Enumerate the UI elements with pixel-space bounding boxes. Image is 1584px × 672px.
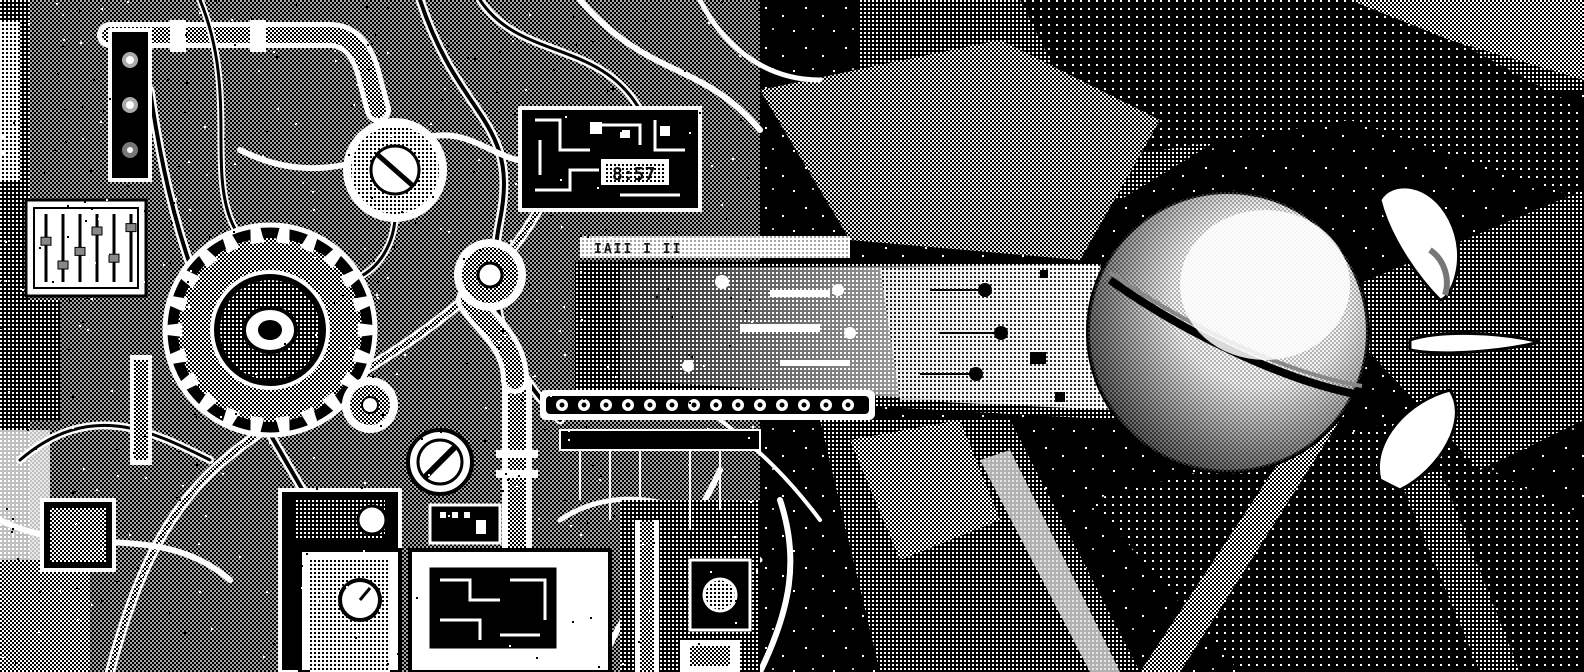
conveyor-roller-hub (713, 402, 719, 408)
slider-knob (40, 236, 52, 246)
gear-tooth (166, 323, 183, 337)
gear-tooth (180, 269, 200, 289)
gear-tooth (340, 269, 360, 289)
slider-knob (74, 246, 86, 256)
slider-set (40, 214, 137, 282)
slider-knob (91, 226, 103, 236)
glowing-sphere (1086, 190, 1370, 474)
gear-tooth (250, 415, 265, 434)
conveyor-roller-hub (625, 402, 631, 408)
conveyor-roller-hub (779, 402, 785, 408)
gear-tooth (180, 371, 200, 391)
gear-tooth (198, 248, 218, 269)
gear-tooth (275, 226, 290, 245)
small-gear-top (343, 118, 447, 222)
panel-display-text: 8:57 (612, 164, 655, 185)
gear-tooth (352, 296, 372, 312)
gear-tooth (222, 406, 240, 427)
small-gear-low (342, 377, 398, 433)
gear-tooth (357, 323, 374, 337)
space-background (700, 0, 1584, 672)
slider-knob (57, 260, 69, 270)
propeller-blades (1377, 185, 1541, 492)
conveyor-roller-hub (603, 402, 609, 408)
gear-tooth (300, 233, 318, 254)
gear-tooth (275, 415, 290, 434)
gear-tooth (322, 248, 342, 269)
gear-tooth (352, 348, 372, 364)
light-beam (575, 262, 1120, 420)
slider-knob (125, 223, 137, 233)
slider-mixer-panel (24, 198, 148, 298)
conveyor-roller-hub (735, 402, 741, 408)
small-gear-mid (454, 239, 526, 311)
gear-tooth (168, 296, 188, 312)
conveyor-roller-hub (691, 402, 697, 408)
dither-speckles (0, 0, 760, 668)
lower-machinery (40, 355, 761, 672)
slider-knob (108, 253, 120, 263)
gear-tooth (300, 406, 318, 427)
conveyor-roller-hub (647, 402, 653, 408)
gear-tooth (168, 348, 188, 364)
conveyor-roller-hub (823, 402, 829, 408)
screw-head (406, 428, 474, 496)
conveyor-roller-hub (581, 402, 587, 408)
conveyor-roller-hub (801, 402, 807, 408)
conveyor-rail (540, 390, 875, 420)
conveyor-roller-hub (669, 402, 675, 408)
conveyor-roller-hub (845, 402, 851, 408)
conveyor-roller-hub (559, 402, 565, 408)
circuit-panel: 8:57 (518, 106, 702, 212)
gear-tooth (198, 391, 218, 412)
gear-tooth (322, 391, 342, 412)
indicator-tower (108, 28, 152, 182)
sign-text: IAII I II (594, 242, 682, 257)
gear-tooth (250, 226, 265, 245)
large-gear (162, 222, 378, 438)
sign-strip: IAII I II (580, 236, 850, 258)
gear-tooth (222, 233, 240, 254)
conveyor-roller-hub (757, 402, 763, 408)
